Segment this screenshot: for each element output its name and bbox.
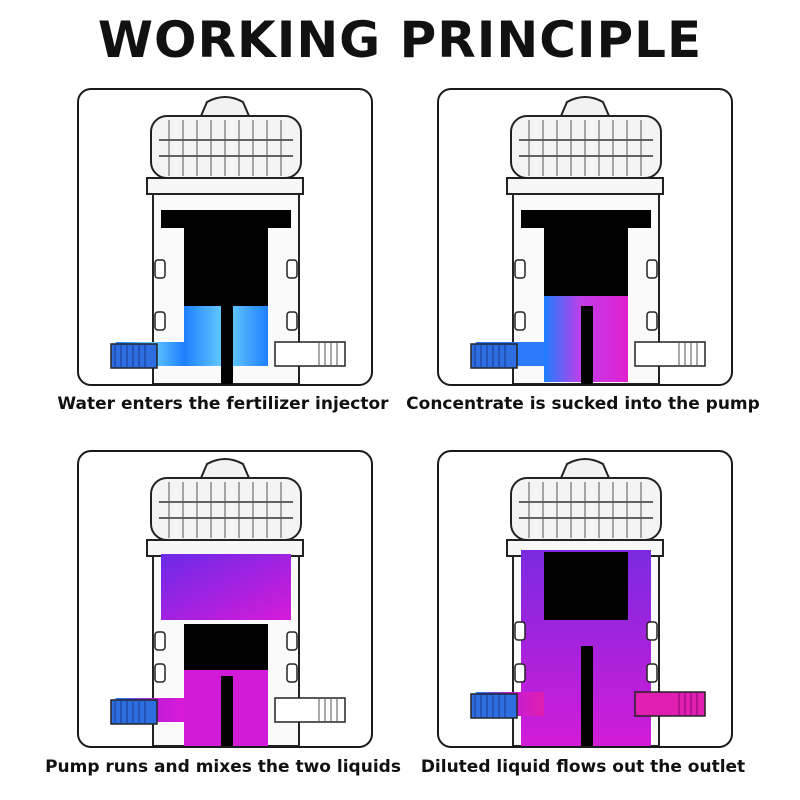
panel-water-enters bbox=[77, 88, 373, 386]
injector-diagram-4 bbox=[470, 458, 706, 746]
caption-3: Pump runs and mixes the two liquids bbox=[45, 757, 401, 777]
caption-1: Water enters the fertilizer injector bbox=[57, 394, 389, 414]
caption-2: Concentrate is sucked into the pump bbox=[406, 394, 760, 414]
page-title: WORKING PRINCIPLE bbox=[97, 11, 703, 69]
injector-diagram-3 bbox=[110, 458, 346, 746]
injector-cap-icon bbox=[506, 458, 664, 557]
injector-cap-icon bbox=[506, 96, 664, 195]
injector-diagram-1 bbox=[110, 96, 346, 384]
panel-concentrate-sucked bbox=[437, 88, 733, 386]
injector-cap-icon bbox=[146, 96, 304, 195]
panel-diluted-outflow bbox=[437, 450, 733, 748]
injector-diagram-2 bbox=[470, 96, 706, 384]
panel-pump-mixes bbox=[77, 450, 373, 748]
injector-cap-icon bbox=[146, 458, 304, 557]
caption-4: Diluted liquid flows out the outlet bbox=[420, 757, 746, 777]
